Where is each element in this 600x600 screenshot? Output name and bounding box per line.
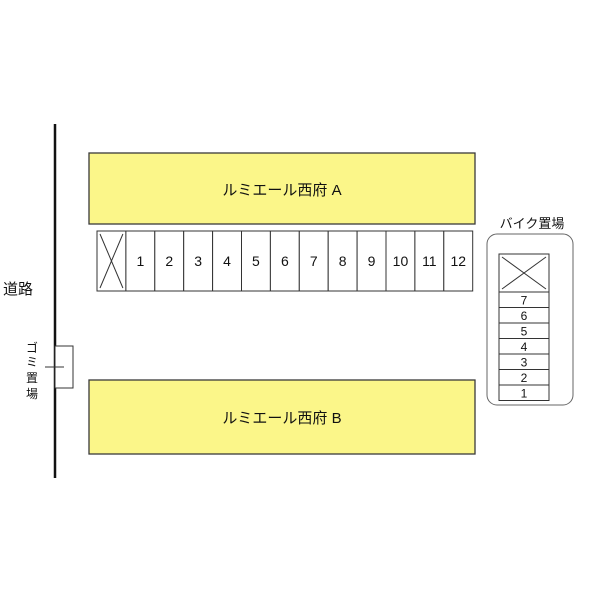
parking-slot-number: 12 [450, 253, 466, 269]
parking-slot [443, 230, 474, 292]
parking-slot-number: 1 [136, 253, 144, 269]
bike-slot-number: 4 [521, 340, 528, 354]
parking-slot-number: 3 [194, 253, 202, 269]
garbage-label-char-4: 場 [26, 387, 38, 401]
bike-area-boundary [486, 233, 574, 406]
parking-slot-number: 11 [422, 253, 437, 269]
road-label: 道路 [3, 281, 33, 298]
garbage-label: ゴ ミ 置 場 [26, 340, 38, 401]
parking-slot-number: 2 [165, 253, 173, 269]
parking-slot [414, 230, 445, 292]
building-a [88, 152, 476, 225]
building-b-label: ルミエール西府 B [222, 410, 341, 427]
parking-slot-number: 10 [393, 253, 409, 269]
garbage-label-char-2: ミ [26, 355, 38, 369]
parking-slot [356, 230, 387, 292]
parking-slot [154, 230, 185, 292]
parking-slot [212, 230, 243, 292]
parking-slot [125, 230, 156, 292]
garbage-label-char-1: ゴ [26, 340, 38, 355]
bike-area-title: バイク置場 [500, 216, 565, 231]
bike-row: 7 65 43 21 [498, 253, 550, 401]
bike-slot-number: 3 [521, 355, 528, 369]
parking-slot-number: 7 [310, 253, 318, 269]
parking-slot-number: 8 [339, 253, 347, 269]
parking-slot [183, 230, 214, 292]
bike-slot-number: 2 [521, 371, 528, 385]
bike-slot-number: 5 [521, 324, 528, 338]
blocked-cross-line [99, 233, 124, 289]
bike-slot-number: 1 [521, 386, 528, 400]
parking-slot-number: 6 [281, 253, 289, 269]
parking-slot-number: 5 [252, 253, 260, 269]
bike-slot [498, 384, 550, 401]
parking-slot [298, 230, 329, 292]
blocked-cross-line [501, 256, 547, 290]
garbage-label-char-3: 置 [26, 371, 38, 385]
building-a-label: ルミエール西府 A [222, 182, 341, 199]
bike-slot-number: 6 [521, 309, 528, 323]
parking-slot-number: 9 [368, 253, 376, 269]
parking-slot-number: 4 [223, 253, 231, 269]
bike-slot-number: 7 [521, 293, 528, 307]
building-b [88, 379, 476, 455]
